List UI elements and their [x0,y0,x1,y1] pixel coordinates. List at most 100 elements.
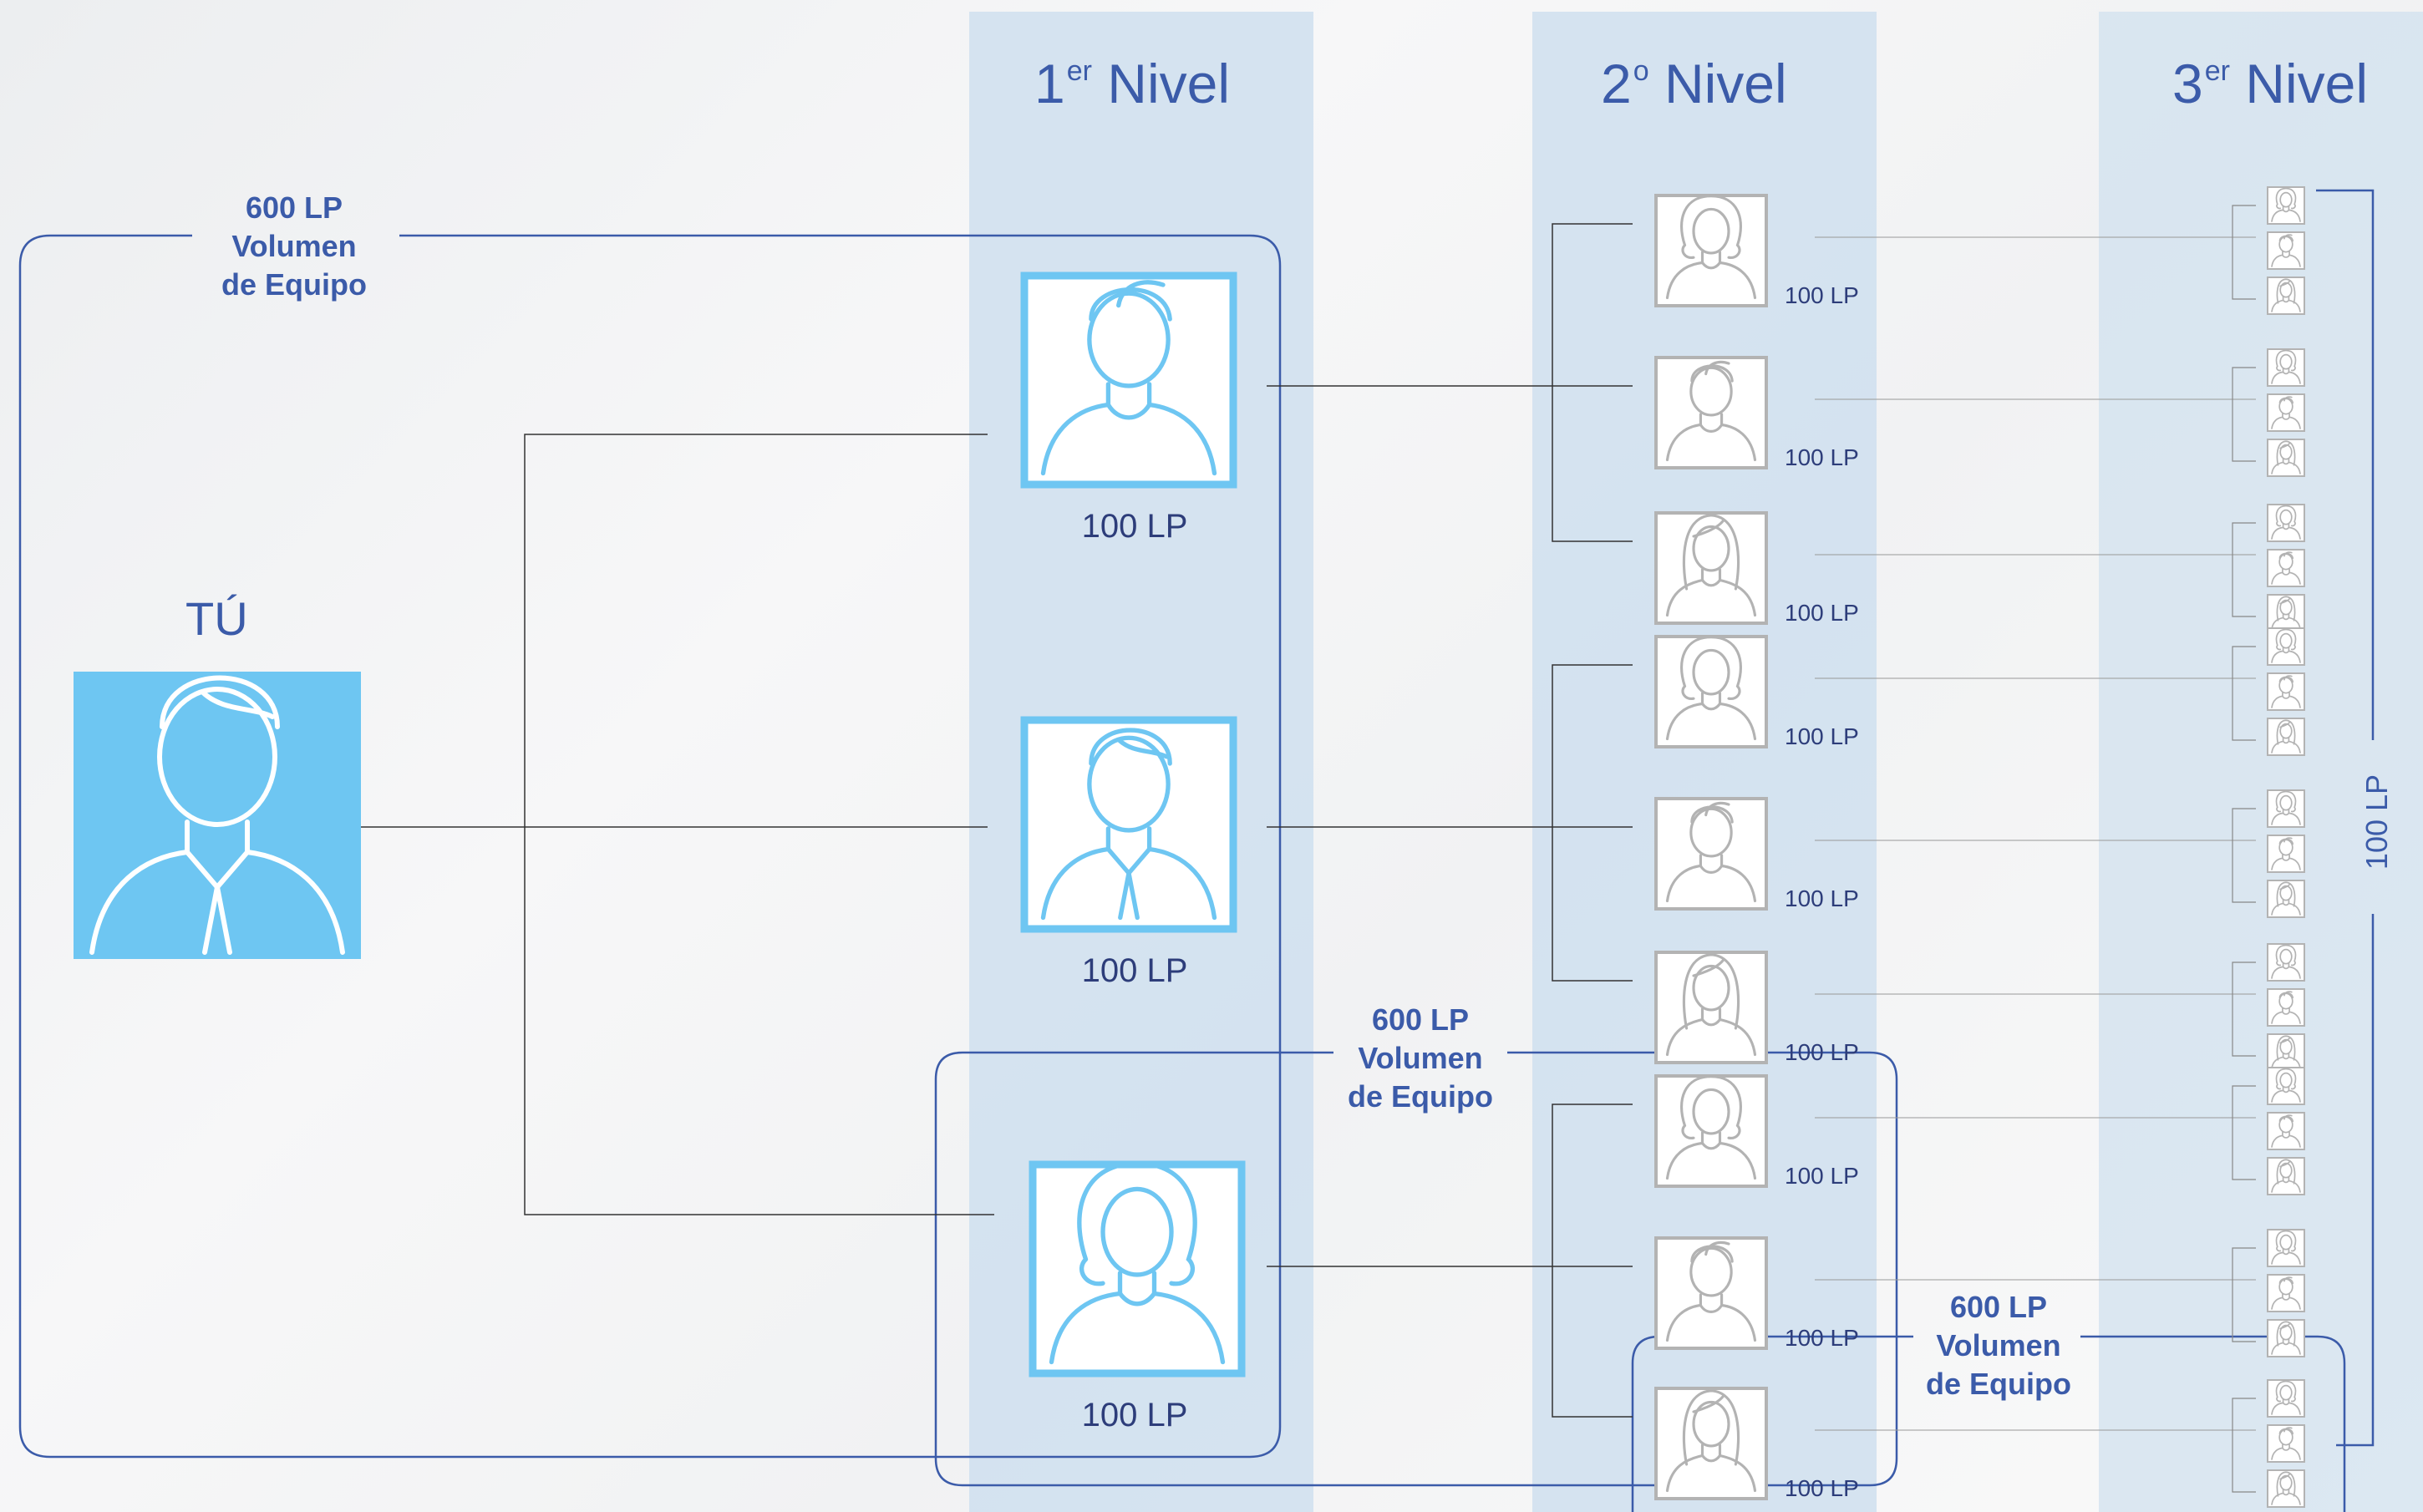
level3-points-label: 100 LP [2360,774,2394,870]
bracket-level3-4 [2232,808,2256,903]
you-label: TÚ [185,592,248,645]
avatar-frame [1654,797,1768,911]
level1-member-3 [1029,1160,1246,1378]
avatar-frame [2267,1424,2305,1463]
level3-member [2267,1424,2305,1463]
bracket-level3-6 [2232,1085,2256,1180]
bracket-level3-8 [2232,1398,2256,1493]
level3-member [2267,186,2305,225]
level3-member [2267,627,2305,666]
level2-points-5: 100 LP [1785,885,1859,911]
avatar-frame [1654,194,1768,307]
level3-member [2267,1157,2305,1195]
avatar-frame [2267,988,2305,1027]
avatar-frame [2267,549,2305,587]
level2-member-1 [1654,194,1768,307]
level1-member-1 [1020,271,1237,489]
level3-member [2267,1033,2305,1072]
level2-member-9 [1654,1387,1768,1500]
bracket-level3-7 [2232,1247,2256,1342]
level3-member [2267,988,2305,1027]
level2-points-2: 100 LP [1785,444,1859,470]
avatar-frame [1654,635,1768,748]
level1-title: 1er Nivel [1034,53,1230,114]
level3-member [2267,1379,2305,1418]
level2-member-2 [1654,356,1768,469]
bracket-level3-3 [2232,646,2256,741]
level3-bracket-top [2316,189,2375,740]
level3-member [2267,1067,2305,1105]
avatar-frame [2267,1112,2305,1150]
team-volume-outline-level1 [934,1051,1898,1487]
level3-member [2267,1469,2305,1508]
level2-points-4: 100 LP [1785,723,1859,749]
avatar-frame [1654,1387,1768,1500]
level3-member [2267,439,2305,477]
level3-bracket-bottom [2336,914,2375,1447]
level3-member [2267,835,2305,873]
team-volume-outline-main [18,234,1282,1459]
level2-member-3 [1654,511,1768,625]
level2-member-7 [1654,1074,1768,1188]
level2-points-8: 100 LP [1785,1325,1859,1351]
level3-member [2267,348,2305,387]
avatar-frame [1020,271,1237,489]
level3-member [2267,1112,2305,1150]
level2-member-8 [1654,1236,1768,1350]
avatar-frame [2267,393,2305,432]
level3-member [2267,277,2305,315]
level3-member [2267,231,2305,270]
level2-points-7: 100 LP [1785,1163,1859,1189]
level2-points-1: 100 LP [1785,282,1859,308]
connector-level1-bracket [524,434,994,1215]
level3-member [2267,943,2305,982]
level2-title: 2o Nivel [1601,53,1787,114]
bracket-level3-1 [2232,367,2256,462]
level1-points-3: 100 LP [1081,1397,1188,1433]
level3-member [2267,504,2305,542]
avatar-frame [1654,1074,1768,1188]
level2-points-3: 100 LP [1785,600,1859,626]
you-avatar [74,672,361,959]
level3-member [2267,672,2305,711]
level2-points-6: 100 LP [1785,1039,1859,1065]
level1-points-1: 100 LP [1081,508,1188,545]
level1-member-2 [1020,716,1237,933]
bracket-level3-5 [2232,961,2256,1057]
bracket-level2-0 [1552,223,1633,542]
bracket-level3-0 [2232,205,2256,300]
avatar-frame [2267,672,2305,711]
level2-points-9: 100 LP [1785,1475,1859,1501]
level2-member-4 [1654,635,1768,748]
level2-member-6 [1654,951,1768,1064]
level3-member [2267,880,2305,918]
you-avatar-bg [74,672,361,959]
bracket-level2-1 [1552,664,1633,982]
level3-member [2267,594,2305,632]
level3-member [2267,789,2305,828]
level3-member [2267,549,2305,587]
level3-column [2099,12,2423,1512]
avatar-frame [2267,835,2305,873]
avatar-frame [2267,789,2305,828]
avatar-frame [2267,277,2305,315]
avatar-frame [1029,1160,1246,1378]
avatar-frame [2267,231,2305,270]
level3-title: 3er Nivel [2172,53,2368,114]
avatar-frame [1654,951,1768,1064]
level3-member [2267,1319,2305,1357]
avatar-frame [1654,356,1768,469]
level2-member-5 [1654,797,1768,911]
avatar-frame [2267,1033,2305,1072]
level3-member [2267,718,2305,756]
avatar-frame [2267,348,2305,387]
level3-member [2267,393,2305,432]
avatar-frame [1654,1236,1768,1350]
bracket-level3-2 [2232,522,2256,617]
level3-member [2267,1274,2305,1312]
